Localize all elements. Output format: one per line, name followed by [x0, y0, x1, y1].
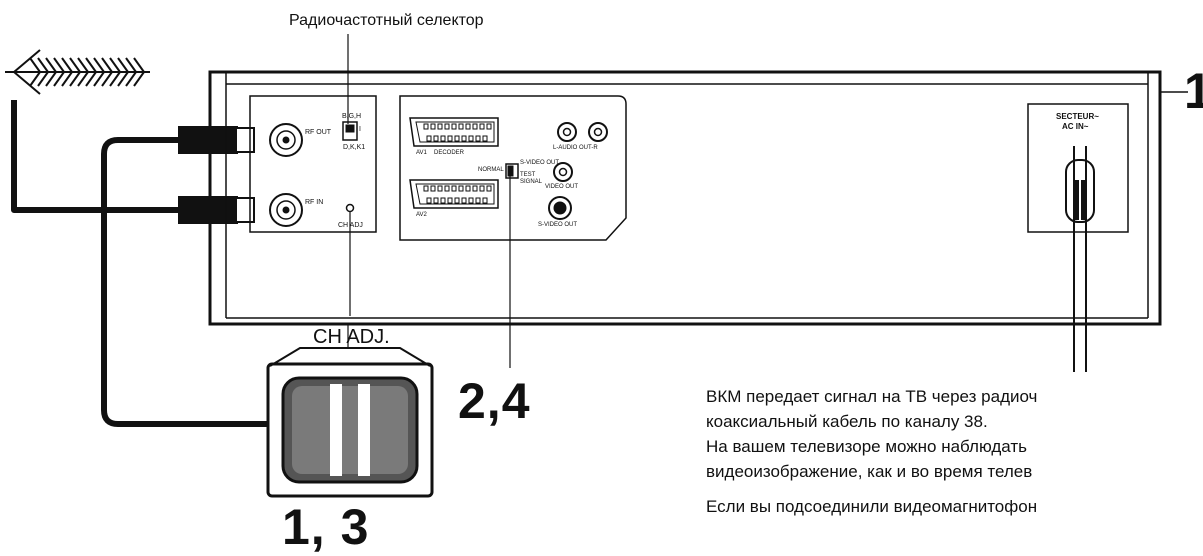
s-video-out-label: S-VIDEO OUT [538, 222, 578, 228]
scart-pin [468, 197, 474, 204]
description-line-5: Если вы подсоединили видеомагнитофон [706, 497, 1038, 516]
scart-pin [465, 123, 471, 130]
description-line-4: видеоизображение, как и во время телев [706, 462, 1033, 481]
scart-pin [430, 185, 436, 192]
ac-inlet [1027, 103, 1129, 233]
rf-selector-label: Радиочастотный селектор [289, 12, 484, 29]
scart-pin [451, 123, 457, 130]
rf-plug-in [178, 196, 255, 224]
scart-pin [486, 123, 492, 130]
ac-in-label: AC IN~ [1062, 122, 1089, 131]
scart-pin [423, 123, 429, 130]
leader-lines [347, 34, 511, 368]
scart-pin [447, 197, 453, 204]
scart-pin [447, 135, 453, 142]
secteur-label: SECTEUR~ [1056, 112, 1099, 121]
tv-cable [101, 137, 268, 427]
ch-adj-small-label: CH ADJ [338, 222, 363, 229]
av2-label: AV2 [416, 212, 427, 218]
scart-pin [472, 123, 478, 130]
rf-in-label: RF IN [305, 199, 324, 206]
scart-pin [458, 185, 464, 192]
bgh-label: B,G,H [342, 113, 362, 120]
tv-icon [266, 347, 434, 498]
scart-pin [479, 185, 485, 192]
rf-plug-out [178, 126, 255, 154]
scart-pin [423, 185, 429, 192]
scart-pin [433, 135, 439, 142]
scart-pin [482, 197, 488, 204]
scart-pin [433, 197, 439, 204]
ch-adj-label: CH ADJ. [313, 326, 390, 348]
s-video-switch-label: S-VIDEO OUT [520, 160, 560, 166]
description-line-2: коаксиальный кабель по каналу 38. [706, 412, 988, 431]
scart-pin [475, 135, 481, 142]
scart-pin [475, 197, 481, 204]
scart-pin [479, 123, 485, 130]
step-label-2-4: 2,4 [458, 373, 531, 429]
video-out-label: VIDEO OUT [545, 184, 579, 190]
scart-pins [423, 123, 492, 204]
test-signal-label: TEST SIGNAL [520, 172, 543, 185]
dkkl-label: D,K,K1 [343, 144, 366, 151]
av1-label: AV1 [416, 150, 427, 156]
antenna-cable [11, 100, 180, 213]
scart-pin [430, 123, 436, 130]
power-cord [1073, 146, 1087, 372]
vcr-body [208, 70, 1188, 326]
audio-out-label: L-AUDIO OUT-R [553, 145, 598, 151]
step-label-1: 1 [1184, 63, 1203, 119]
scart-pin [472, 185, 478, 192]
scart-pin [426, 135, 432, 142]
scart-pin [451, 185, 457, 192]
decoder-label: DECODER [434, 150, 465, 156]
scart-pin [465, 185, 471, 192]
av-panel [399, 95, 627, 241]
scart-pin [482, 135, 488, 142]
scart-pin [444, 123, 450, 130]
scart-pin [437, 185, 443, 192]
normal-label: NORMAL [478, 167, 504, 173]
scart-pin [458, 123, 464, 130]
step-label-1-3: 1, 3 [282, 499, 370, 555]
description-line-1: ВКМ передает сигнал на ТВ через радиоч [706, 387, 1038, 406]
rf-out-label: RF OUT [305, 129, 332, 136]
scart-pin [437, 123, 443, 130]
scart-pin [440, 135, 446, 142]
i-label: I [359, 126, 361, 133]
scart-pin [486, 185, 492, 192]
rf-panel [249, 95, 377, 233]
antenna-icon [5, 49, 150, 95]
scart-pin [461, 197, 467, 204]
scart-pin [440, 197, 446, 204]
scart-pin [461, 135, 467, 142]
scart-pin [454, 197, 460, 204]
scart-pin [444, 185, 450, 192]
scart-pin [468, 135, 474, 142]
scart-pin [454, 135, 460, 142]
scart-pin [426, 197, 432, 204]
description-line-3: На вашем телевизоре можно наблюдать [706, 437, 1027, 456]
